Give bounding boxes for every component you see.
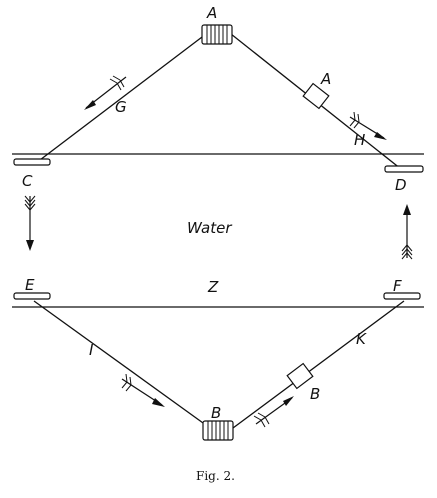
anchor-plate-c [13,158,51,166]
anchor-plate-d [384,165,424,173]
label-a-carriage: A [320,70,331,88]
label-i: I [89,341,94,359]
rope-k [232,300,405,429]
label-k: K [356,330,367,348]
label-b-bottom: B [211,404,221,422]
arrow-along-k [253,396,294,428]
label-water: Water [187,219,232,237]
winch-drum-b [202,420,234,441]
label-d: D [395,176,407,194]
label-b-carriage: B [310,385,320,403]
arrow-along-g [84,75,127,110]
arrow-left-down [24,195,36,251]
rope-g [35,33,207,164]
arrow-right-up [401,204,413,260]
arrow-along-i [121,373,165,407]
carriage-a [302,82,330,110]
label-c: C [22,172,33,190]
label-f: F [393,277,402,295]
arrow-along-h [349,111,387,140]
anchor-plate-e [13,292,51,300]
label-e: E [25,276,35,294]
figure-caption: Fig. 2. [196,469,235,483]
carriage-b [286,362,314,390]
label-z: Z [207,278,219,296]
label-h: H [354,131,365,149]
winch-drum-a [201,24,233,45]
label-a-top: A [206,4,217,22]
label-g: G [115,98,127,116]
rope-i [33,300,211,429]
anchor-plate-f [383,292,421,300]
